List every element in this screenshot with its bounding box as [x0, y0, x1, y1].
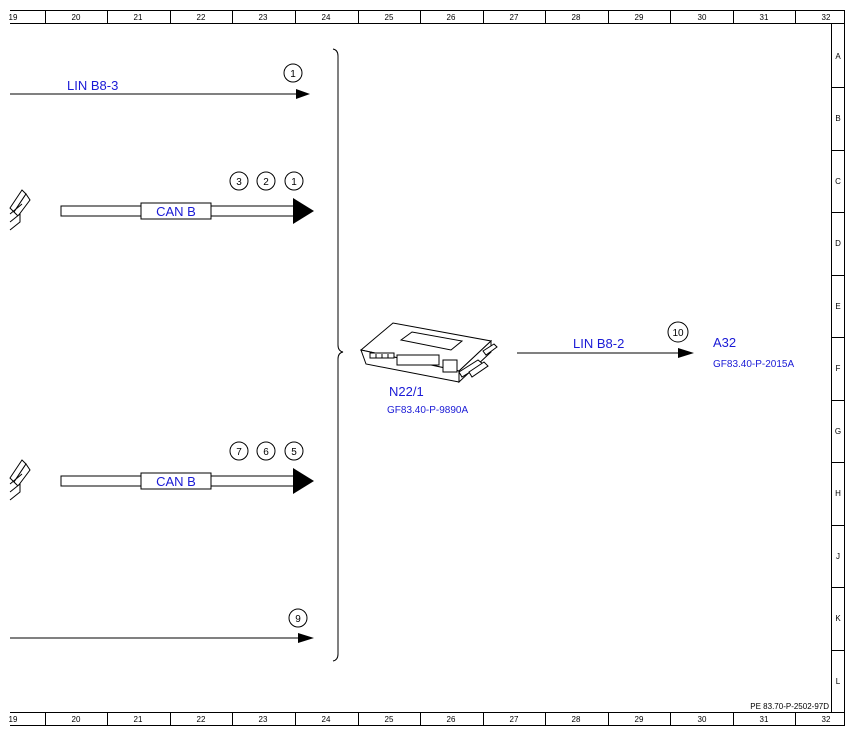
n22-1-module-icon [359, 322, 498, 384]
col-label: 31 [760, 13, 769, 22]
ref-circle-number: 6 [263, 447, 269, 458]
a32-label: A32 [713, 335, 736, 350]
lin-b8-2-label: LIN B8-2 [573, 336, 624, 351]
col-label: 23 [259, 715, 268, 724]
col-label: 22 [197, 13, 206, 22]
column-labels-top: 19 20 21 22 23 24 25 26 27 28 29 30 31 3… [9, 13, 831, 22]
col-label: 31 [760, 715, 769, 724]
can-b-top-label: CAN B [156, 204, 196, 219]
col-label: 27 [510, 13, 519, 22]
col-label: 32 [822, 715, 831, 724]
col-label: 30 [698, 13, 707, 22]
row-label: E [835, 302, 840, 311]
col-label: 30 [698, 715, 707, 724]
ref-circle-number: 9 [295, 614, 301, 625]
row-label: L [836, 677, 841, 686]
col-label: 20 [72, 715, 81, 724]
left-connector-top [9, 189, 31, 231]
n22-1-label: N22/1 [389, 384, 424, 399]
lin-b8-3-line: LIN B8-3 1 [10, 63, 310, 99]
col-label: 24 [322, 13, 331, 22]
ref-circle-number: 7 [236, 447, 242, 458]
col-label: 19 [9, 13, 18, 22]
col-label: 29 [635, 715, 644, 724]
col-label: 22 [197, 715, 206, 724]
ref-circle-number: 2 [263, 177, 269, 188]
col-label: 28 [572, 715, 581, 724]
col-label: 26 [447, 13, 456, 22]
row-label: D [835, 239, 841, 248]
bottom-signal-line: 9 [10, 608, 314, 643]
col-label: 25 [385, 715, 394, 724]
column-ticks [45, 10, 796, 725]
ref-circle-number: 5 [291, 447, 297, 458]
col-label: 24 [322, 715, 331, 724]
col-label: 20 [72, 13, 81, 22]
col-label: 26 [447, 715, 456, 724]
row-label: A [835, 52, 841, 61]
row-label: B [835, 114, 840, 123]
col-label: 28 [572, 13, 581, 22]
row-label: K [835, 614, 841, 623]
row-label: G [835, 427, 841, 436]
document-id: PE 83.70-P-2502-97D [750, 702, 829, 711]
col-label: 19 [9, 715, 18, 724]
can-b-bottom-line: CAN B 7 6 5 [60, 441, 314, 494]
ref-circle-number: 10 [672, 328, 684, 339]
can-b-top-line: CAN B 3 2 1 [60, 171, 314, 224]
row-label: C [835, 177, 841, 186]
row-labels: A B C D E F G H J K L [835, 52, 841, 686]
column-labels-bottom: 19 20 21 22 23 24 25 26 27 28 29 30 31 3… [9, 715, 831, 724]
col-label: 29 [635, 13, 644, 22]
lin-b8-3-label: LIN B8-3 [67, 78, 118, 93]
grouping-brace [332, 48, 344, 662]
row-label: H [835, 489, 841, 498]
n22-1-ref: GF83.40-P-9890A [387, 405, 468, 416]
lin-b8-2-line: LIN B8-2 10 [517, 321, 694, 358]
row-label: J [836, 552, 840, 561]
left-connector-bottom [9, 459, 31, 501]
col-label: 27 [510, 715, 519, 724]
drawing-frame [10, 10, 845, 726]
row-ticks [831, 87, 845, 651]
col-label: 23 [259, 13, 268, 22]
col-label: 25 [385, 13, 394, 22]
can-b-bottom-label: CAN B [156, 474, 196, 489]
col-label: 21 [134, 13, 143, 22]
row-label: F [836, 364, 841, 373]
col-label: 21 [134, 715, 143, 724]
ref-circle-number: 3 [236, 177, 242, 188]
col-label: 32 [822, 13, 831, 22]
ref-circle-number: 1 [291, 177, 297, 188]
ref-circle-number: 1 [290, 69, 296, 80]
a32-ref: GF83.40-P-2015A [713, 359, 794, 370]
